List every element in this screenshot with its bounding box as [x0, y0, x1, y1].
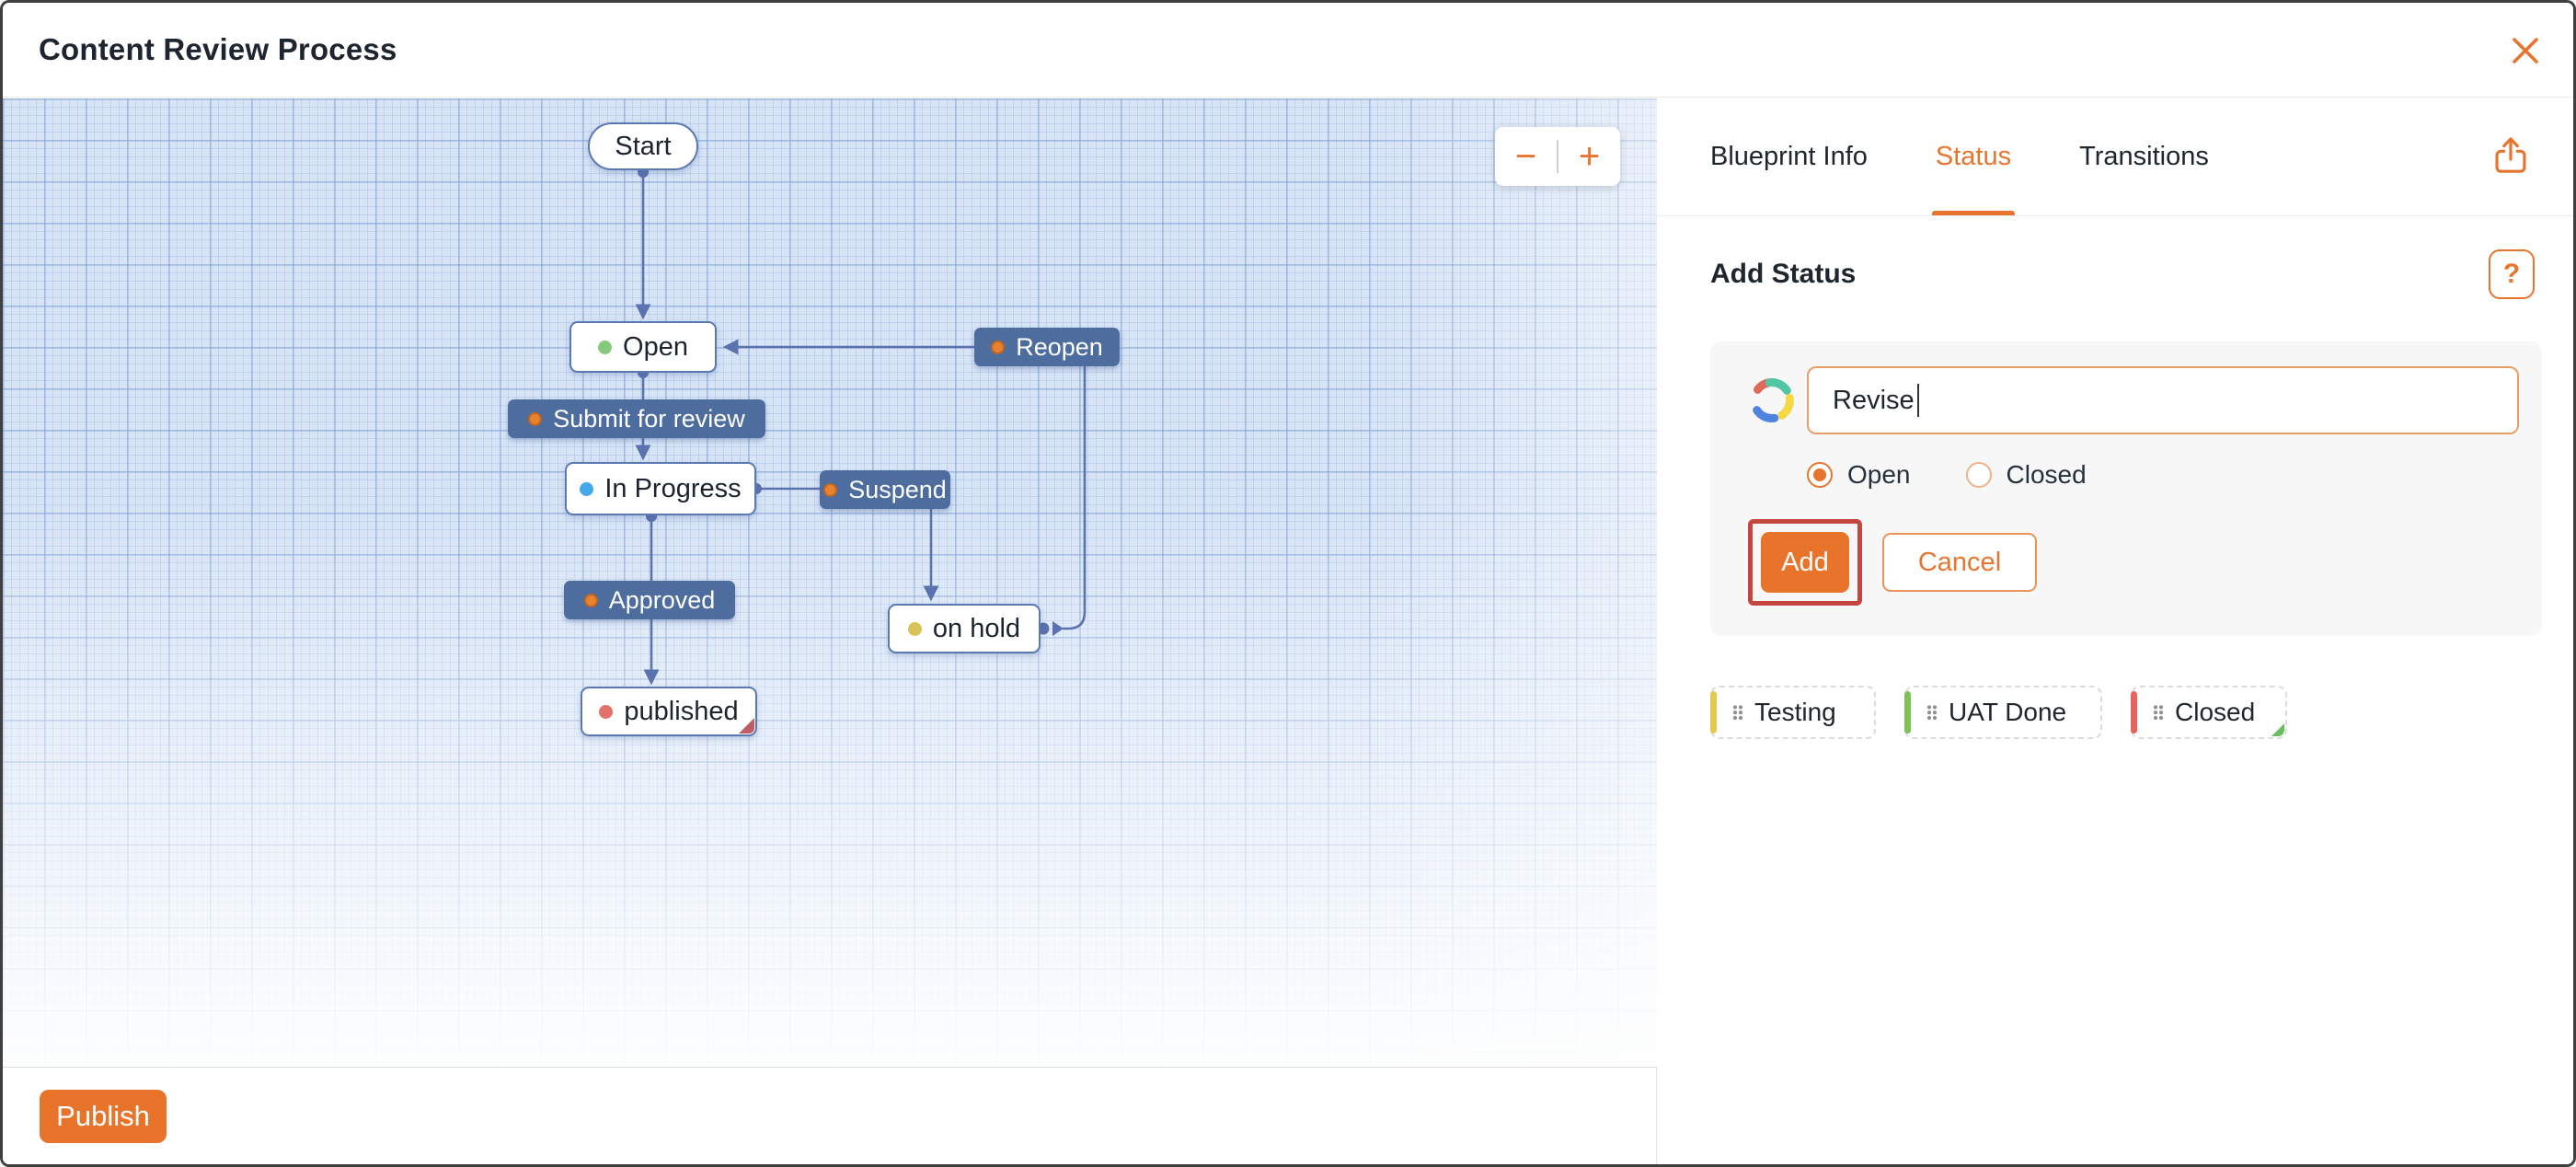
transition-approved-label: Approved — [608, 585, 716, 614]
chip-color-bar — [1710, 691, 1717, 734]
node-on-hold[interactable]: on hold — [888, 604, 1041, 653]
add-status-header-row: Add Status ? — [1710, 249, 2536, 299]
status-name-row: Revise — [1748, 366, 2519, 434]
transition-dot-approved — [583, 593, 598, 607]
transition-suspend-label: Suspend — [848, 475, 947, 503]
status-name-value: Revise — [1833, 385, 1915, 415]
panel-tabs: Blueprint Info Status Transitions — [1658, 98, 2573, 216]
chip-label: Closed — [2175, 698, 2256, 726]
page-title: Content Review Process — [39, 32, 397, 66]
transition-reopen[interactable]: Reopen — [974, 328, 1120, 366]
drag-handle-icon[interactable] — [1732, 704, 1743, 721]
radio-open[interactable]: Open — [1807, 460, 1911, 490]
status-type-row: Open Closed — [1807, 460, 2519, 490]
zoom-in-button[interactable]: + — [1558, 127, 1620, 186]
close-button[interactable] — [2505, 30, 2546, 71]
status-tab-content: Add Status ? Revise — [1658, 249, 2573, 739]
status-chips-row: Testing UAT Done Closed — [1710, 686, 2536, 739]
status-chip-uat-done[interactable]: UAT Done — [1904, 686, 2102, 739]
transition-submit-label: Submit for review — [553, 404, 745, 433]
node-on-hold-label: on hold — [932, 613, 1021, 643]
window-header: Content Review Process — [3, 3, 2573, 98]
settings-panel: Blueprint Info Status Transitions Add St… — [1658, 98, 2573, 1164]
published-corner-marker — [739, 718, 754, 734]
workflow-canvas[interactable]: Start Open Reopen Submit for review In P… — [3, 98, 1657, 1068]
zoom-divider — [1557, 140, 1558, 173]
chip-color-bar — [1904, 691, 1911, 734]
transition-approved[interactable]: Approved — [564, 581, 735, 619]
status-chip-testing[interactable]: Testing — [1710, 686, 1876, 739]
node-published-label: published — [624, 696, 739, 726]
radio-closed[interactable]: Closed — [1965, 460, 2087, 490]
canvas-footer: Publish — [3, 1068, 1656, 1164]
node-in-progress[interactable]: In Progress — [565, 462, 756, 515]
status-chip-closed[interactable]: Closed — [2131, 686, 2287, 739]
tab-blueprint-info[interactable]: Blueprint Info — [1710, 142, 1868, 171]
tab-status[interactable]: Status — [1931, 98, 2016, 215]
chip-label: UAT Done — [1949, 698, 2067, 726]
status-dot-open — [598, 340, 613, 354]
form-buttons-row: Add Cancel — [1748, 519, 2519, 606]
help-button[interactable]: ? — [2489, 249, 2535, 299]
node-published[interactable]: published — [581, 687, 757, 736]
transition-dot-suspend — [823, 482, 838, 497]
zoom-controls: − + — [1495, 127, 1620, 186]
radio-open-circle — [1807, 462, 1833, 488]
drag-handle-icon[interactable] — [1926, 704, 1938, 721]
node-start-label: Start — [615, 131, 672, 161]
status-dot-in-progress — [580, 481, 594, 496]
node-in-progress-label: In Progress — [604, 473, 742, 503]
transition-reopen-label: Reopen — [1016, 332, 1103, 361]
tab-transitions[interactable]: Transitions — [2079, 142, 2209, 171]
color-picker-icon[interactable] — [1748, 376, 1796, 424]
status-dot-on-hold — [907, 621, 922, 636]
node-open[interactable]: Open — [569, 321, 717, 373]
add-button-highlight: Add — [1748, 519, 1862, 606]
workflow-connectors — [635, 167, 1087, 686]
transition-suspend[interactable]: Suspend — [820, 470, 950, 509]
node-start[interactable]: Start — [588, 122, 698, 170]
export-button[interactable] — [2489, 133, 2533, 178]
status-name-input[interactable]: Revise — [1807, 366, 2519, 434]
cancel-button[interactable]: Cancel — [1882, 533, 2037, 592]
canvas-region: Start Open Reopen Submit for review In P… — [3, 98, 1657, 1164]
status-dot-published — [599, 704, 614, 719]
node-open-label: Open — [623, 331, 688, 362]
add-status-heading: Add Status — [1710, 259, 1857, 289]
chip-corner-marker — [2271, 723, 2284, 736]
radio-open-label: Open — [1847, 460, 1911, 489]
transition-dot-submit — [528, 411, 543, 426]
radio-closed-circle — [1965, 462, 1992, 488]
zoom-out-button[interactable]: − — [1495, 127, 1557, 186]
radio-closed-label: Closed — [2006, 460, 2087, 489]
publish-button[interactable]: Publish — [40, 1089, 167, 1143]
chip-label: Testing — [1754, 698, 1836, 726]
add-button[interactable]: Add — [1761, 532, 1849, 593]
transition-dot-reopen — [991, 340, 1006, 354]
export-icon — [2495, 137, 2526, 173]
add-status-form: Revise Open Closed Ad — [1710, 341, 2542, 636]
drag-handle-icon[interactable] — [2153, 704, 2164, 721]
text-cursor — [1916, 384, 1920, 417]
transition-submit-for-review[interactable]: Submit for review — [508, 399, 765, 438]
chip-color-bar — [2131, 691, 2137, 734]
close-icon — [2513, 38, 2538, 64]
